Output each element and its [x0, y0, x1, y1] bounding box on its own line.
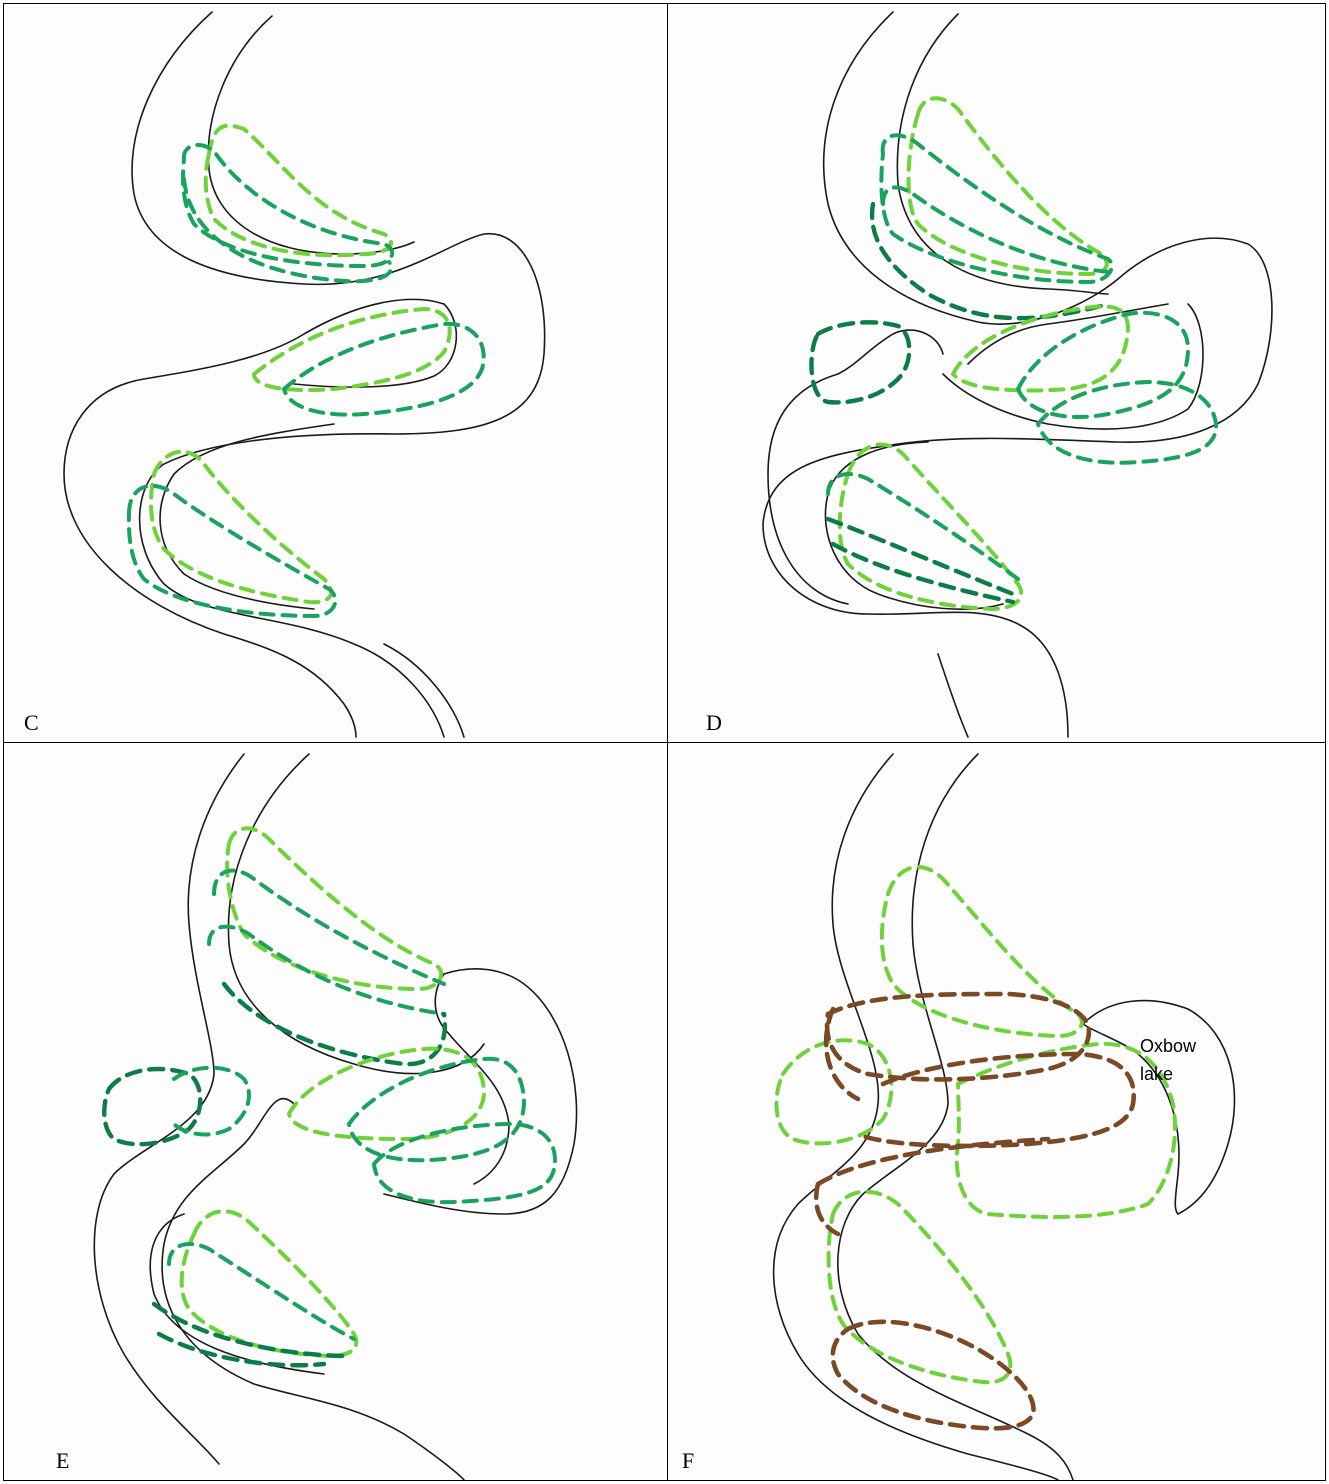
panel-e-deposit-11	[167, 1242, 356, 1341]
panel-d-deposit-2	[879, 133, 1114, 285]
oxbow-label-line2: lake	[1140, 1064, 1174, 1084]
panel-f-brown-4	[830, 1319, 1036, 1431]
panel-e-deposit-1	[225, 826, 444, 992]
panel-d-lower-bank	[824, 441, 1004, 738]
panel-e-deposit-7	[371, 1121, 557, 1205]
panel-c-deposit-2	[181, 143, 395, 269]
panel-f-deposit-4	[826, 1189, 1013, 1385]
panel-d-outer-bank	[762, 11, 1273, 738]
panel-e-loop-bank	[383, 968, 578, 1215]
panel-c-deposit-4	[251, 306, 452, 393]
panel-e-deposit-5	[286, 1046, 487, 1142]
panel-e-deposit-2	[212, 868, 446, 986]
panel-c-deposit-5	[281, 321, 486, 417]
panel-c-deposit-7	[126, 483, 338, 619]
panel-c: C	[4, 4, 666, 741]
panel-f-drawing	[772, 753, 1236, 1480]
panel-c-drawing	[63, 11, 546, 738]
panel-f-inner-bank	[837, 753, 1074, 1480]
panel-e-deposit-9	[172, 1065, 251, 1137]
grid-horizontal-divider	[3, 742, 1326, 743]
oxbow-label-line1: Oxbow	[1140, 1036, 1197, 1056]
panel-d-deposit-11	[825, 516, 1016, 605]
panel-d-deposit-10	[826, 472, 1020, 581]
panel-e-lower-bank	[149, 1213, 325, 1375]
panel-e-deposit-3	[207, 924, 446, 1016]
panel-f-deposit-2	[774, 1038, 894, 1146]
panel-f-outer-bank	[772, 753, 1059, 1480]
panel-e-inner-bank	[161, 753, 485, 1480]
panel-c-label: C	[24, 710, 39, 735]
panel-d-deposit-8	[809, 320, 912, 405]
panel-d-deposit-7	[1035, 379, 1219, 465]
panel-f-brown-2	[855, 1051, 1137, 1149]
panel-d-label: D	[706, 710, 722, 735]
panel-c-outer-bank	[131, 11, 546, 738]
panel-e-deposit-12	[151, 1301, 347, 1368]
panel-d-deposit-9	[837, 442, 1024, 612]
panel-e: E	[4, 744, 666, 1480]
panel-d-mid-bank	[767, 303, 1204, 605]
panel-c-meander-bank	[63, 298, 458, 738]
panel-c-inner-bank	[159, 15, 465, 738]
panel-d-deposit-4	[869, 201, 1111, 321]
panel-c-deposit-1	[203, 123, 393, 258]
panel-d-inner-bank	[896, 13, 1109, 295]
panel-d-drawing	[762, 11, 1273, 738]
panel-f-deposit-3	[954, 1041, 1177, 1219]
panel-d-deposit-3	[881, 185, 1110, 274]
panel-e-deposit-8	[102, 1066, 203, 1147]
panel-c-deposit-6	[149, 449, 334, 605]
panel-c-deposit-3	[182, 177, 393, 284]
panel-e-deposit-6	[346, 1056, 527, 1163]
panel-f: Oxbow lake F	[668, 744, 1325, 1480]
panel-d-deposit-5	[950, 304, 1131, 393]
panel-d: D	[668, 4, 1325, 741]
panel-f-brown-1	[824, 991, 1092, 1082]
panel-f-label: F	[682, 1448, 695, 1473]
panel-e-outer-bank	[93, 753, 245, 1465]
panel-f-deposit-1	[879, 865, 1084, 1039]
panel-f-brown-5	[823, 1006, 861, 1102]
panel-e-drawing	[93, 753, 578, 1480]
panel-f-brown-3	[813, 1136, 1051, 1237]
panel-d-deposit-6	[1015, 310, 1191, 419]
panel-e-deposit-10	[179, 1209, 359, 1359]
panel-e-label: E	[56, 1448, 70, 1473]
